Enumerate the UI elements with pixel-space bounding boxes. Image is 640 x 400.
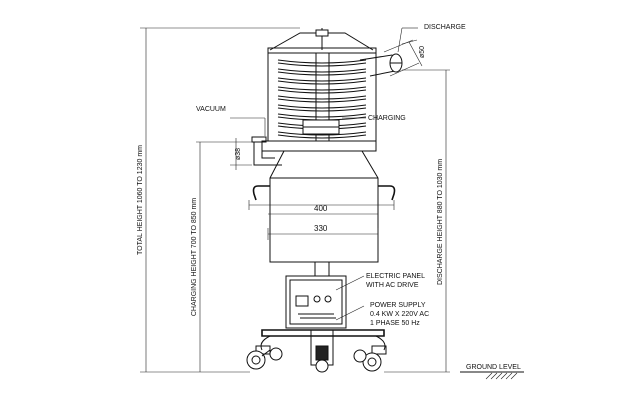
- ground-hatch-line: [490, 372, 498, 380]
- vacuum-label: VACUUM: [196, 106, 226, 113]
- spiral-flight: [277, 95, 367, 103]
- discharge-diameter-label: ø50: [419, 46, 426, 58]
- ground-hatch-line: [500, 372, 508, 380]
- spiral-flight: [277, 77, 367, 85]
- ground-hatch-line: [495, 372, 503, 380]
- ground-level-label: GROUND LEVEL: [466, 364, 521, 371]
- castor-right: [353, 349, 382, 372]
- vacuum-diameter-label: ø38: [235, 148, 242, 160]
- charging-height-dimension: [196, 141, 230, 372]
- ground-level: [460, 371, 524, 380]
- electric-panel-label-line1: ELECTRIC PANEL: [366, 273, 425, 280]
- castor-left: [246, 347, 283, 370]
- dimension-400: 400: [314, 204, 328, 213]
- hopper: [248, 150, 396, 263]
- ground-hatch-line: [510, 372, 518, 380]
- power-supply-leader: [335, 305, 365, 321]
- ground-hatch-line: [505, 372, 513, 380]
- spiral-flight: [277, 131, 367, 139]
- power-supply-label-line1: POWER SUPPLY: [370, 302, 426, 309]
- power-supply-label-line2: 0.4 KW X 220V AC: [370, 311, 429, 318]
- charging-label: CHARGING: [368, 115, 406, 122]
- vacuum-inlet: [230, 117, 282, 170]
- total-height-label: TOTAL HEIGHT 1060 TO 1230 mm: [137, 145, 144, 255]
- top-dome: [267, 28, 377, 54]
- charging-height-label: CHARGING HEIGHT 700 TO 850 mm: [191, 198, 198, 316]
- spiral-flight: [277, 86, 367, 94]
- castor-center: [315, 359, 329, 373]
- total-height-dimension: [140, 27, 300, 373]
- ground-hatch-line: [485, 372, 493, 380]
- discharge-height-dimension: [384, 69, 450, 373]
- electric-panel: [285, 275, 347, 329]
- spiral-flight: [277, 68, 367, 76]
- spiral-flight: [277, 59, 367, 67]
- spiral-flight: [277, 113, 367, 121]
- discharge-height-label: DISCHARGE HEIGHT 880 TO 1030 mm: [437, 159, 444, 285]
- electric-panel-label-line2: WITH AC DRIVE: [366, 282, 419, 289]
- base-frame: [255, 329, 387, 355]
- spiral-flights: [277, 59, 367, 139]
- electric-panel-leader: [335, 275, 365, 291]
- discharge-label: DISCHARGE: [424, 24, 466, 31]
- dimension-330: 330: [314, 224, 328, 233]
- discharge-chute: [359, 27, 423, 77]
- power-supply-label-line3: 1 PHASE 50 Hz: [370, 320, 420, 327]
- spiral-flight: [277, 104, 367, 112]
- spiral-cylinder: [261, 52, 377, 152]
